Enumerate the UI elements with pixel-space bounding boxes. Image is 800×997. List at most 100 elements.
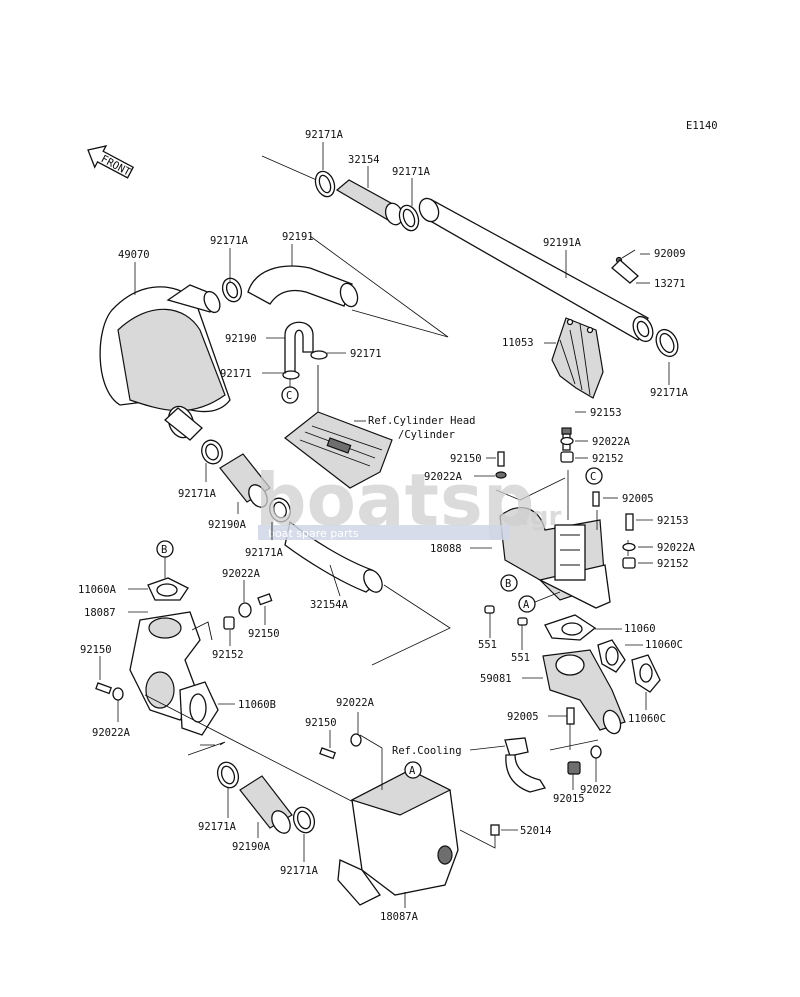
part-label: 92190 [225, 333, 257, 345]
gasket-11060-icon [544, 614, 597, 641]
part-label: 92152 [657, 558, 689, 570]
collar-icon [223, 616, 235, 630]
part-label: 92171A [305, 129, 344, 141]
washer-icon [350, 733, 362, 747]
marker-b-right: B [500, 574, 518, 592]
ref-label: Ref.Cylinder Head [368, 415, 475, 427]
part-label: 92171 [350, 348, 382, 360]
marker-a-lower: A [404, 761, 422, 779]
marker-c-right: C [585, 467, 603, 485]
part-label: 11060C [645, 639, 683, 651]
hose-clamp-icon [221, 277, 243, 303]
gasket-11060b-icon [179, 681, 219, 736]
dowel-pin-icon [484, 605, 495, 614]
ref-label: /Cylinder [398, 429, 455, 441]
front-label: FRONT [99, 153, 133, 179]
part-label: 92190A [232, 841, 271, 853]
group-line-top2 [309, 235, 449, 338]
part-label: 11060B [238, 699, 276, 711]
svg-text:B: B [161, 544, 167, 556]
collar-icon [622, 557, 636, 569]
part-label: 11053 [502, 337, 534, 349]
part-label: 92171A [245, 547, 284, 559]
cylinder-head-icon [284, 365, 393, 489]
muffler-icon [99, 284, 231, 441]
svg-text:B: B [505, 578, 511, 590]
bolt-icon [497, 451, 505, 467]
exhaust-pipe-32154-icon [335, 179, 404, 226]
hose-clamp-icon [655, 328, 679, 358]
part-label: 92022 [580, 784, 612, 796]
svg-text:.gr: .gr [520, 502, 561, 532]
plug-icon [567, 761, 581, 775]
part-label: 32154A [310, 599, 349, 611]
part-label: 551 [511, 652, 530, 664]
part-label: 92171A [178, 488, 217, 500]
part-label: 92022A [657, 542, 696, 554]
hose-fitting-icon [504, 737, 547, 793]
part-label: 92171A [650, 387, 689, 399]
gasket-11060c-icon [631, 654, 661, 693]
part-label: 92191 [282, 231, 314, 243]
bolt-icon [566, 707, 575, 725]
part-label: 52014 [520, 825, 552, 837]
washer-icon [590, 745, 602, 759]
part-label: 32154 [348, 154, 380, 166]
part-label: 92150 [450, 453, 482, 465]
part-label: 92190A [208, 519, 247, 531]
hose-clamp-icon [216, 761, 240, 789]
part-label: 92171A [392, 166, 431, 178]
part-labels: 92171A 32154 92171A 92191A 92009 13271 1… [78, 129, 696, 923]
ref-label: Ref.Cooling [392, 745, 462, 757]
part-label: 92022A [222, 568, 261, 580]
hose-clamp-icon [310, 350, 328, 360]
marker-b-left: B [156, 540, 174, 558]
bolt-icon [95, 682, 112, 695]
part-label: 92022A [92, 727, 131, 739]
hose-clamp-icon [292, 806, 316, 834]
part-label: 92015 [553, 793, 585, 805]
part-label: 13271 [654, 278, 686, 290]
washer-icon [560, 436, 574, 446]
diagram-code: E1140 [686, 120, 718, 132]
part-label: 92009 [654, 248, 686, 260]
part-label: 92022A [592, 436, 631, 448]
part-label: 92171A [198, 821, 237, 833]
screw-icon [615, 249, 636, 264]
bolt-icon [319, 747, 336, 760]
part-label: 92022A [424, 471, 463, 483]
part-label: 11060A [78, 584, 117, 596]
svg-text:A: A [409, 765, 416, 777]
part-label: 92005 [507, 711, 539, 723]
hose-clamp-icon [201, 439, 223, 465]
leader-lines [99, 142, 670, 908]
watermark: boat sp .gr boat spare parts [255, 458, 561, 542]
svg-text:C: C [286, 390, 292, 402]
part-label: 11060C [628, 713, 666, 725]
front-arrow-icon: FRONT [87, 145, 135, 179]
part-label: 92191A [543, 237, 582, 249]
marker-c-left: C [281, 386, 299, 404]
part-label: 11060 [624, 623, 656, 635]
hose-clamp-icon [398, 204, 420, 232]
collar-icon [560, 451, 574, 463]
bolt-icon [257, 593, 273, 606]
part-label: 18087 [84, 607, 116, 619]
svg-text:boat spare parts: boat spare parts [268, 527, 359, 540]
washer-icon [495, 471, 507, 479]
svg-text:C: C [590, 471, 596, 483]
hose-clamp-icon [314, 170, 336, 198]
svg-text:A: A [523, 599, 530, 611]
part-label: 18088 [430, 543, 462, 555]
dowel-pin-icon [517, 617, 528, 626]
part-label: 92152 [212, 649, 244, 661]
heat-shield-icon [551, 317, 604, 399]
gasket-11060a-icon [147, 577, 189, 601]
washer-icon [112, 687, 124, 701]
hose-92190a-icon [239, 775, 293, 834]
part-label: 92171A [280, 865, 319, 877]
hose-clamp-icon [269, 497, 291, 523]
part-label: 92171A [210, 235, 249, 247]
part-label: 59081 [480, 673, 512, 685]
washer-icon [238, 602, 252, 618]
